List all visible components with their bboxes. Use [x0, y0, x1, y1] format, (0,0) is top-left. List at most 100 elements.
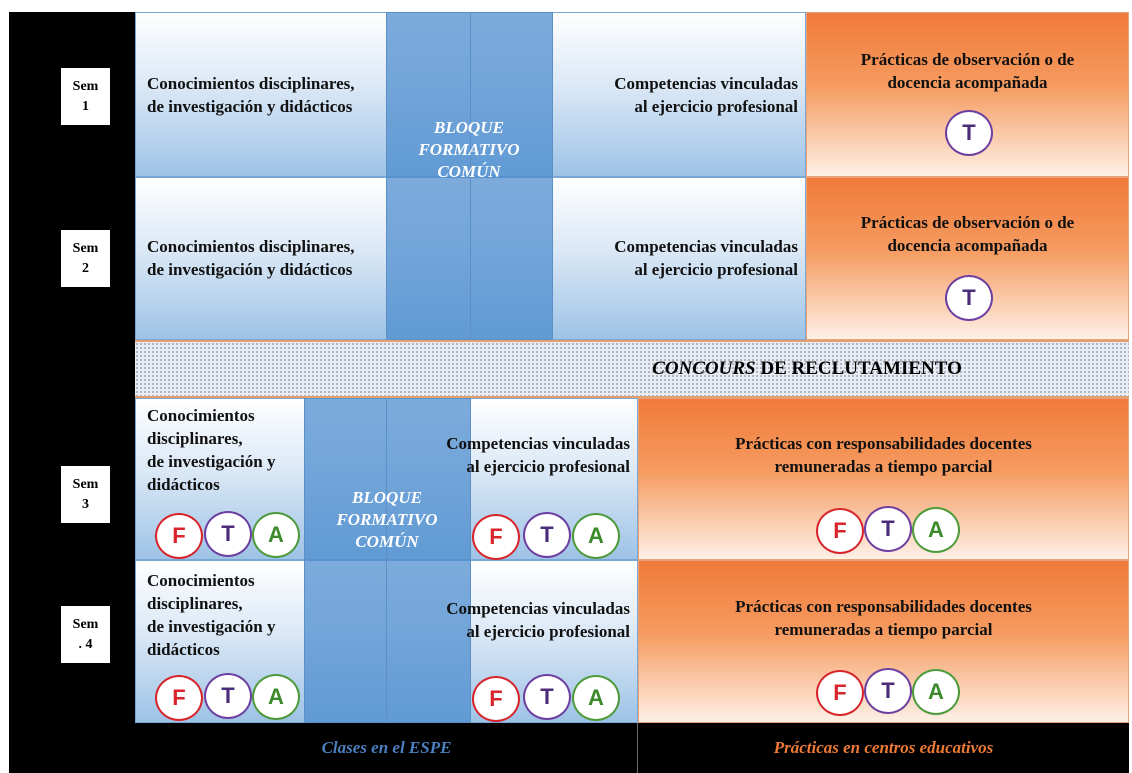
text-line: Conocimientos disciplinares, — [147, 237, 355, 256]
text-line: docencia acompañada — [887, 236, 1048, 255]
bottom-black-bar — [135, 723, 1129, 773]
footer-left-text: Clases en el ESPE — [321, 738, 452, 757]
semester-label-4: Sem . 4 — [60, 605, 111, 664]
tutor-badge-icon: T — [945, 275, 993, 321]
text-line: al ejercicio profesional — [466, 622, 630, 641]
divider-line — [386, 12, 387, 340]
footer-classes-label: Clases en el ESPE — [135, 723, 638, 773]
text-line: Prácticas de observación o de — [860, 213, 1075, 232]
sem3-competencias-text: Competencias vinculadas al ejercicio pro… — [395, 432, 630, 478]
badge-letter: T — [540, 684, 554, 709]
badge-letter: A — [928, 517, 944, 542]
text-line: didácticos — [147, 640, 220, 659]
text-line: remuneradas a tiempo parcial — [774, 457, 993, 476]
text-line: docencia acompañada — [887, 73, 1048, 92]
semester-label-number: 1 — [82, 98, 89, 114]
a-badge-icon: A — [252, 674, 300, 720]
f-badge-icon: F — [816, 670, 864, 716]
t-badge-icon: T — [864, 506, 912, 552]
text-line: disciplinares, — [147, 594, 243, 613]
text-line: COMÚN — [437, 162, 501, 181]
badge-letter: T — [221, 683, 235, 708]
t-badge-icon: T — [523, 512, 571, 558]
divider-line — [304, 398, 305, 723]
f-badge-icon: F — [472, 514, 520, 560]
text-line: al ejercicio profesional — [634, 97, 798, 116]
divider-line — [552, 12, 553, 340]
text-line: al ejercicio profesional — [634, 260, 798, 279]
f-badge-icon: F — [472, 676, 520, 722]
text-line: de investigación y didácticos — [147, 97, 353, 116]
sem3-knowledge-text: Conocimientos disciplinares, de investig… — [147, 404, 322, 496]
f-badge-icon: F — [816, 508, 864, 554]
text-line: BLOQUE — [434, 118, 504, 137]
text-line: al ejercicio profesional — [466, 457, 630, 476]
divider-line — [470, 398, 471, 723]
semester-label-2: Sem 2 — [60, 229, 111, 288]
t-badge-icon: T — [523, 674, 571, 720]
text-line: Prácticas con responsabilidades docentes — [735, 597, 1032, 616]
text-line: Prácticas con responsabilidades docentes — [735, 434, 1032, 453]
text-line: de investigación y didácticos — [147, 260, 353, 279]
text-line: Competencias vinculadas — [446, 599, 630, 618]
badge-letter: T — [540, 522, 554, 547]
a-badge-icon: A — [912, 669, 960, 715]
semester-label-word: Sem — [72, 616, 99, 632]
semester-label-number: 2 — [82, 260, 89, 276]
divider-line — [386, 398, 387, 723]
badge-letter: A — [588, 685, 604, 710]
sem1-competencias-text: Competencias vinculadas al ejercicio pro… — [540, 72, 798, 118]
text-line: de investigación y — [147, 452, 276, 471]
common-block-top — [386, 12, 552, 340]
badge-letter: F — [172, 685, 186, 710]
badge-letter: A — [268, 522, 284, 547]
badge-letter: F — [489, 524, 503, 549]
a-badge-icon: A — [572, 675, 620, 721]
common-block-label-bottom: BLOQUE FORMATIVO COMÚN — [304, 487, 470, 553]
text-line: Competencias vinculadas — [446, 434, 630, 453]
badge-letter: A — [268, 684, 284, 709]
t-badge-icon: T — [204, 673, 252, 719]
text-line: de investigación y — [147, 617, 276, 636]
common-block-label-top: BLOQUE FORMATIVO COMÚN — [386, 117, 552, 183]
badge-letter: T — [962, 285, 976, 310]
footer-right-text: Prácticas en centros educativos — [773, 738, 994, 757]
semester-label-1: Sem 1 — [60, 67, 111, 126]
sem4-competencias-text: Competencias vinculadas al ejercicio pro… — [395, 597, 630, 643]
a-badge-icon: A — [912, 507, 960, 553]
text-line: Competencias vinculadas — [614, 237, 798, 256]
text-line: remuneradas a tiempo parcial — [774, 620, 993, 639]
banner-italic-text: CONCOURS — [652, 358, 756, 379]
text-line: Conocimientos — [147, 571, 255, 590]
text-line: FORMATIVO — [418, 140, 520, 159]
text-line: FORMATIVO — [336, 510, 438, 529]
badge-letter: T — [221, 521, 235, 546]
sem3-practice-text: Prácticas con responsabilidades docentes… — [638, 432, 1129, 478]
sem2-competencias-text: Competencias vinculadas al ejercicio pro… — [540, 235, 798, 281]
semester-label-word: Sem — [72, 476, 99, 492]
sem4-practice-text: Prácticas con responsabilidades docentes… — [638, 595, 1129, 641]
text-line: disciplinares, — [147, 429, 243, 448]
semester-label-number: . 4 — [78, 636, 93, 652]
text-line: Prácticas de observación o de — [860, 50, 1075, 69]
text-line: COMÚN — [355, 532, 419, 551]
sem2-practice-text: Prácticas de observación o de docencia a… — [806, 211, 1129, 257]
badge-letter: T — [962, 120, 976, 145]
badge-letter: F — [172, 523, 186, 548]
tutor-badge-icon: T — [945, 110, 993, 156]
sem4-knowledge-text: Conocimientos disciplinares, de investig… — [147, 569, 322, 661]
footer-divider — [637, 723, 638, 773]
badge-letter: A — [588, 523, 604, 548]
footer-practice-label: Prácticas en centros educativos — [638, 723, 1129, 773]
t-badge-icon: T — [204, 511, 252, 557]
badge-letter: F — [833, 518, 847, 543]
banner-text: DE RECLUTAMIENTO — [755, 358, 962, 379]
divider-line — [470, 12, 471, 340]
text-line: Competencias vinculadas — [614, 74, 798, 93]
a-badge-icon: A — [572, 513, 620, 559]
sem2-knowledge-text: Conocimientos disciplinares, de investig… — [147, 235, 407, 281]
text-line: Conocimientos disciplinares, — [147, 74, 355, 93]
semester-label-number: 3 — [82, 496, 89, 512]
text-line: didácticos — [147, 475, 220, 494]
badge-letter: T — [881, 516, 895, 541]
